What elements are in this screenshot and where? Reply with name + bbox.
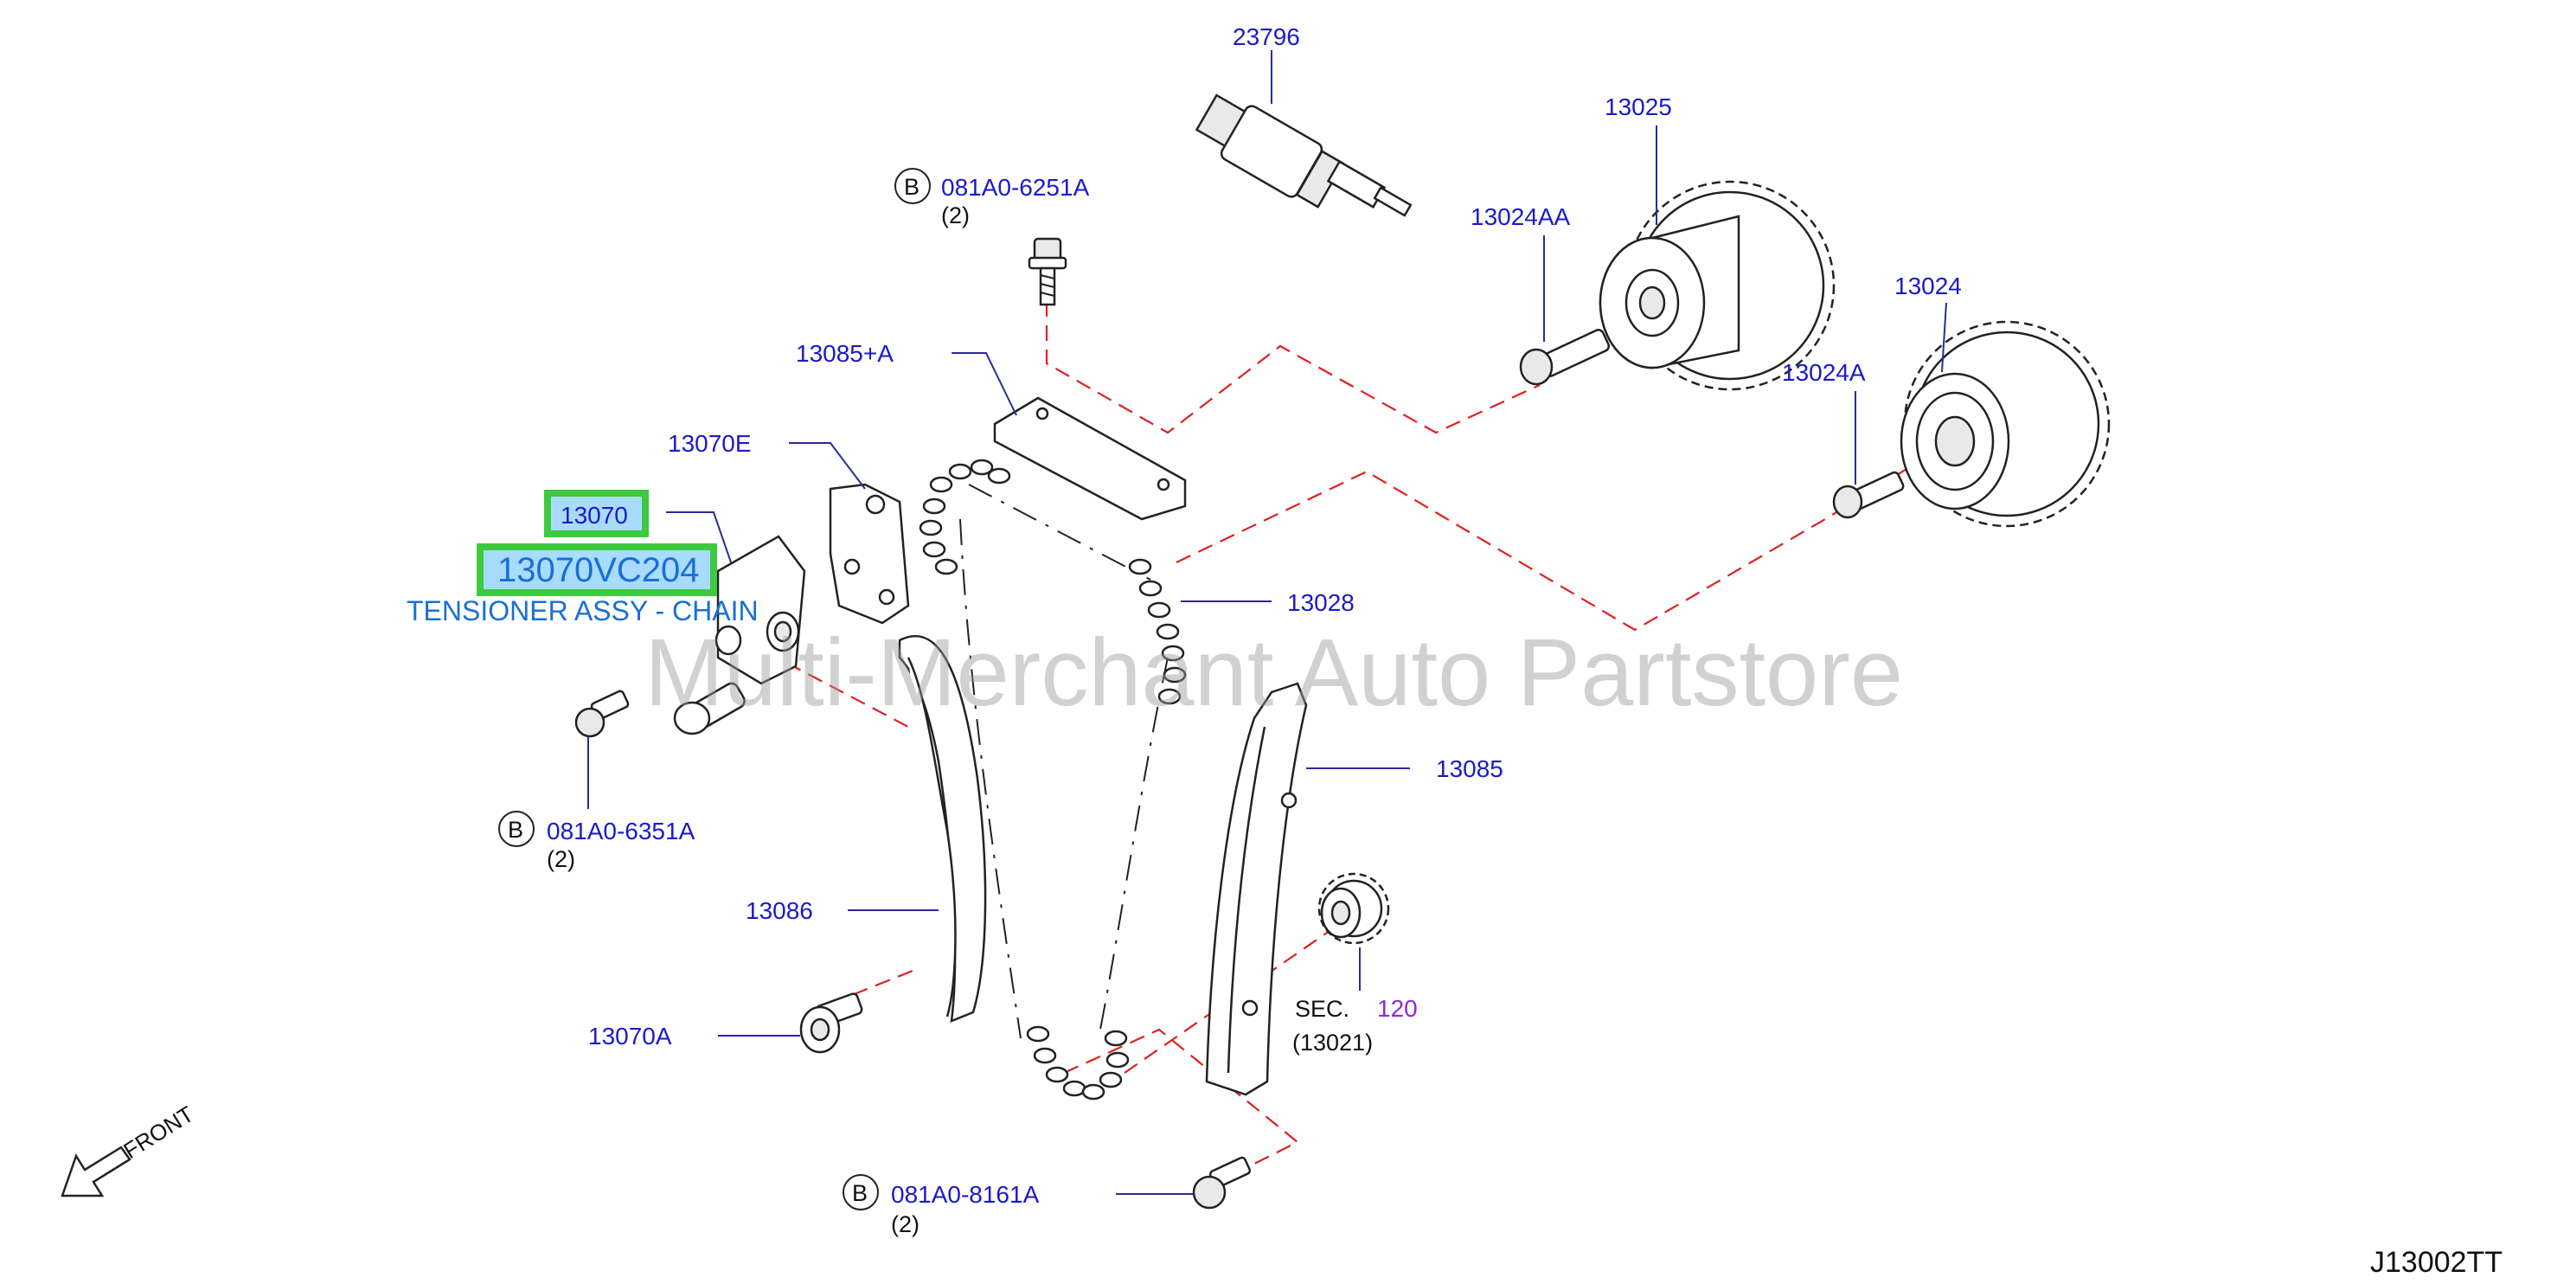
leader-lines — [587, 50, 1947, 1195]
highlight-description: TENSIONER ASSY - CHAIN — [407, 595, 759, 626]
label-081A0-6251A-qty: (2) — [941, 202, 970, 228]
label-13070A[interactable]: 13070A — [588, 1023, 672, 1050]
label-13085[interactable]: 13085 — [1436, 755, 1503, 782]
label-081A0-8161A[interactable]: 081A0-8161A — [891, 1181, 1040, 1208]
label-23796[interactable]: 23796 — [1233, 23, 1300, 50]
bolt-badge-2: B — [508, 817, 523, 843]
chain-links-upper-left — [919, 459, 1011, 575]
label-081A0-6351A[interactable]: 081A0-6351A — [547, 818, 695, 844]
label-13024A[interactable]: 13024A — [1782, 359, 1866, 386]
highlight-box-part-label — [544, 490, 649, 537]
upper-chain-guide-13085A — [993, 396, 1187, 521]
label-13086[interactable]: 13086 — [746, 897, 813, 924]
label-081A0-8161A-qty: (2) — [891, 1211, 920, 1237]
label-13024[interactable]: 13024 — [1894, 273, 1962, 299]
pivot-bolt-13070A — [799, 992, 863, 1054]
bolt-081A0-6251A — [1028, 237, 1067, 306]
label-13025[interactable]: 13025 — [1605, 93, 1672, 120]
timing-chain — [919, 459, 1187, 1101]
bolt-badges: B B B — [498, 168, 931, 1210]
tension-guide-13085 — [1205, 682, 1308, 1096]
bolt-13024AA — [1519, 329, 1611, 386]
bolt-13024A — [1832, 471, 1905, 519]
bolt-badge-3: B — [852, 1180, 868, 1206]
label-081A0-6351A-qty: (2) — [547, 846, 575, 872]
chain-links-right — [1128, 558, 1187, 705]
part-labels[interactable]: 23796 081A0-6251A (2) 13025 13024AA 1302… — [407, 23, 1962, 1237]
label-sec-sub: (13021) — [1292, 1030, 1373, 1056]
cam-sensor-23796 — [1195, 93, 1413, 217]
front-arrow-icon — [61, 1146, 131, 1197]
chain-links-bottom — [1026, 1025, 1130, 1101]
label-sec-prefix: SEC. — [1295, 996, 1349, 1022]
slack-guide-13086 — [898, 635, 987, 1023]
label-sec-number[interactable]: 120 — [1377, 995, 1418, 1022]
watermark: Multi-Merchant Auto Partstore — [644, 620, 1903, 726]
highlight-box-part-number — [477, 543, 717, 596]
highlight-part-number[interactable]: 13070VC204 — [497, 551, 700, 589]
gasket-13070E — [829, 483, 910, 625]
front-label: FRONT — [119, 1101, 198, 1164]
tensioner-13070 — [673, 535, 806, 735]
bolt-081A0-8161A — [1192, 1156, 1252, 1210]
label-13028[interactable]: 13028 — [1287, 589, 1355, 616]
highlight-boxes — [477, 490, 717, 596]
label-13024AA[interactable]: 13024AA — [1471, 203, 1571, 230]
bolt-badge-1: B — [904, 174, 920, 200]
bolt-081A0-6351A — [574, 690, 630, 738]
label-081A0-6251A[interactable]: 081A0-6251A — [941, 174, 1090, 201]
label-13070E[interactable]: 13070E — [668, 430, 752, 457]
label-13070[interactable]: 13070 — [561, 502, 628, 529]
diagram-code: J13002TT — [2370, 1246, 2502, 1279]
intake-sprocket-13025 — [1599, 180, 1836, 391]
front-indicator: FRONT — [61, 1101, 198, 1197]
exhaust-sprocket-13024 — [1900, 320, 2111, 528]
label-13085A[interactable]: 13085+A — [796, 340, 894, 367]
crank-sprocket — [1317, 872, 1390, 945]
